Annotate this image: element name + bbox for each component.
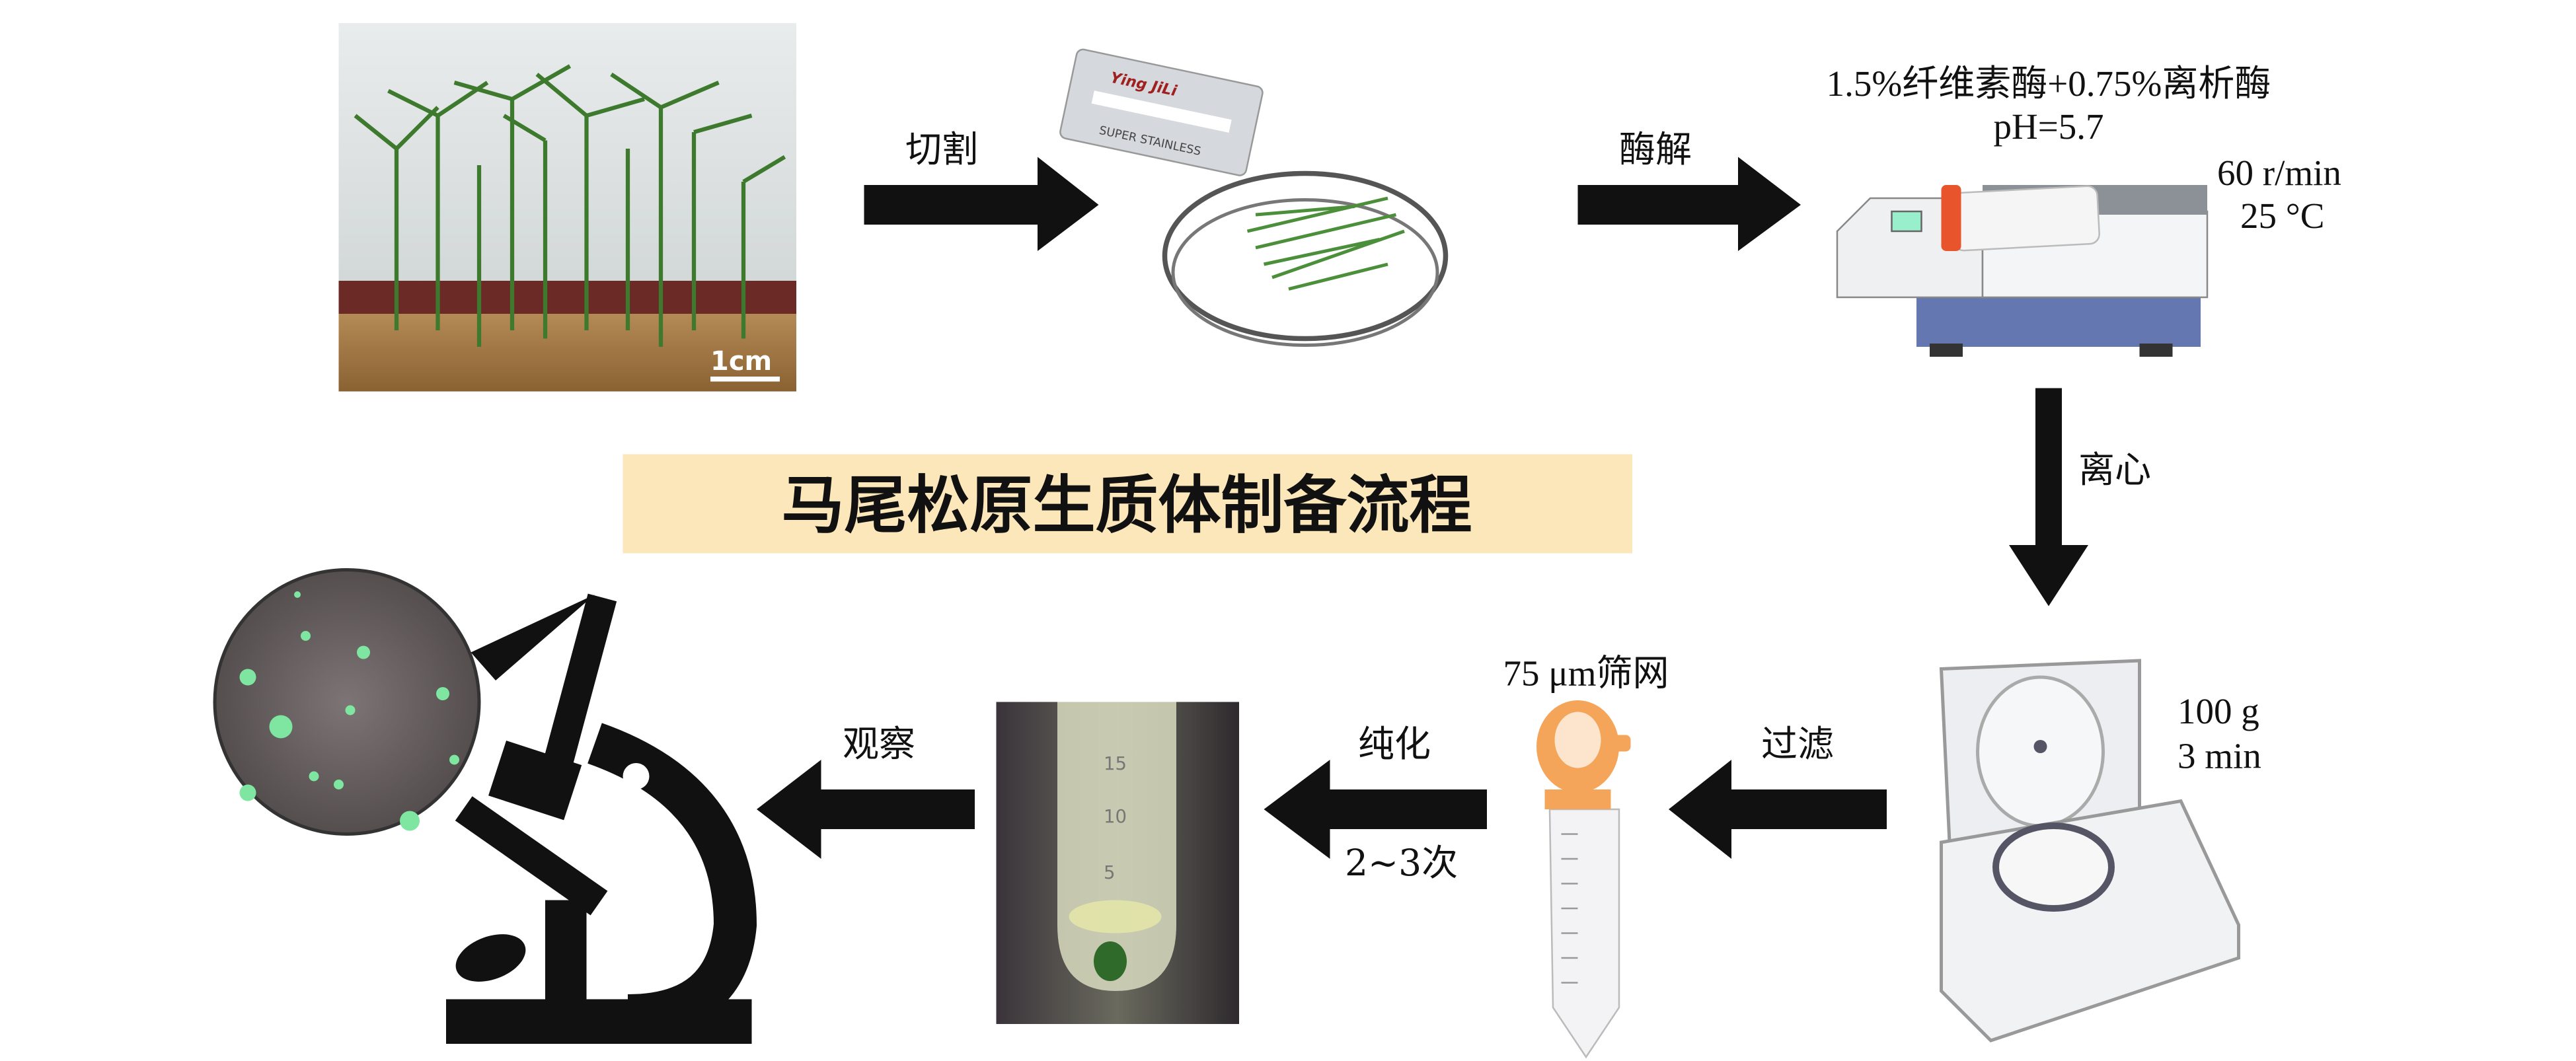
shaker-icon [1836, 185, 2209, 357]
force-condition: 100 g [2178, 691, 2259, 731]
svg-text:15: 15 [1104, 753, 1127, 774]
mesh-label: 75 μm筛网 [1503, 653, 1669, 694]
purify-times-label: 2~3次 [1345, 842, 1458, 884]
step-filter-label: 过滤 [1761, 723, 1834, 765]
arrow-left-icon [757, 760, 975, 859]
diagram-title: 马尾松原生质体制备流程 [781, 470, 1472, 542]
cell-strainer-tube-icon [1536, 700, 1631, 1059]
svg-text:5: 5 [1104, 862, 1116, 883]
scale-bar-label: 1cm [710, 346, 772, 377]
title-banner [623, 454, 1632, 554]
microscope-view-image [213, 568, 595, 836]
seedling-photo: 1cm [338, 23, 796, 392]
arrow-left-icon [1264, 760, 1487, 859]
enzyme-condition: 1.5%纤维素酶+0.75%离析酶 [1827, 63, 2271, 104]
step-cut-label: 切割 [905, 128, 978, 170]
centrifuge-icon [1939, 659, 2240, 1043]
time-condition: 3 min [2178, 736, 2261, 776]
arrow-down-icon [2009, 388, 2088, 606]
arrow-right-icon [1577, 157, 1801, 251]
arrow-right-icon [864, 157, 1099, 251]
petri-dish-icon [1162, 170, 1449, 347]
step-digest-label: 酶解 [1619, 128, 1692, 170]
svg-text:10: 10 [1104, 806, 1127, 827]
razor-blade-icon: Ying JiLi SUPER STAINLESS [1059, 48, 1264, 176]
microscope-icon [446, 593, 757, 1044]
temperature-condition: 25 °C [2240, 196, 2324, 236]
test-tube-photo: 15 10 5 [996, 702, 1239, 1024]
ph-condition: pH=5.7 [1994, 106, 2104, 147]
arrow-left-icon [1669, 760, 1887, 859]
step-observe-label: 观察 [843, 723, 915, 765]
speed-condition: 60 r/min [2217, 153, 2341, 193]
step-purify-label: 纯化 [1358, 723, 1431, 765]
step-centrifuge-label: 离心 [2078, 449, 2151, 491]
